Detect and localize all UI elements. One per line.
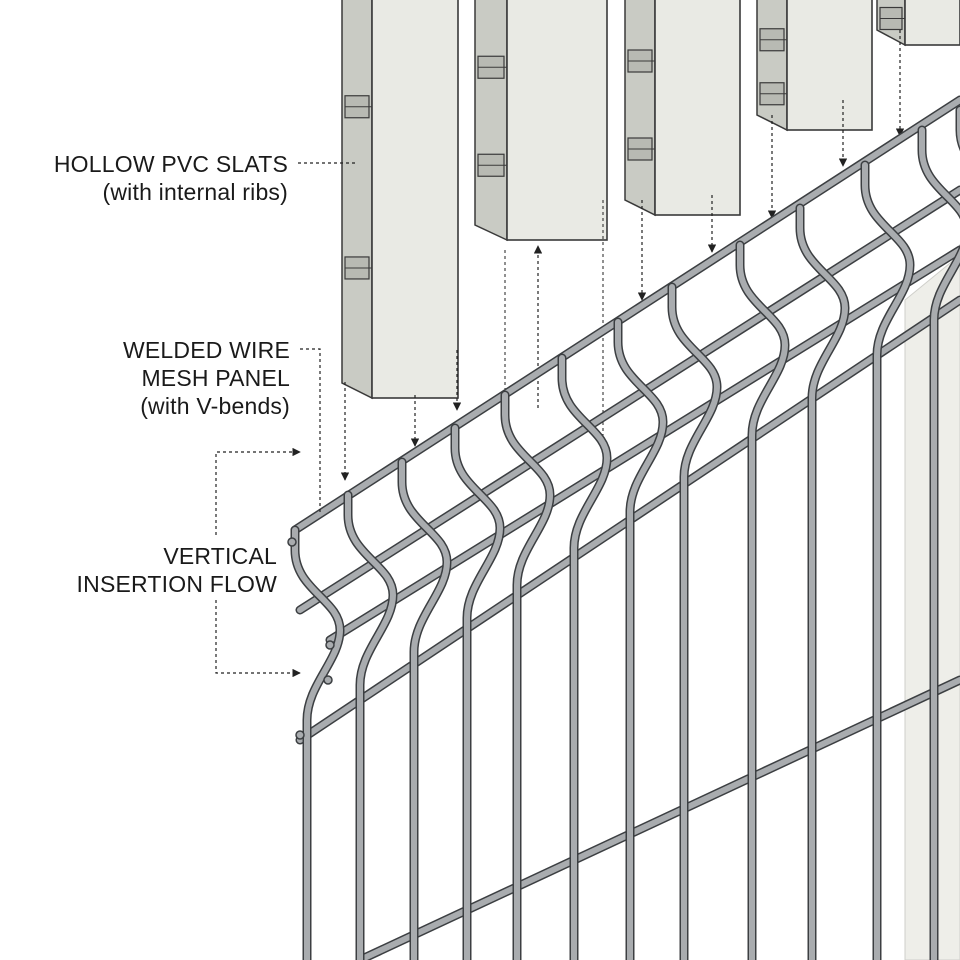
pvc-slat [756, 0, 873, 132]
pvc-slat [624, 0, 741, 217]
vertical-wire [735, 240, 790, 960]
horizontal-wire [355, 675, 960, 960]
vertical-wire [557, 353, 612, 960]
flow-bracket-bottom [215, 600, 301, 678]
vertical-wire [290, 525, 345, 960]
wire-end-cap [325, 640, 335, 650]
horizontal-wire [325, 245, 960, 645]
wire-mesh-panel [287, 95, 960, 960]
mesh-label-line2: MESH PANEL [141, 365, 290, 391]
slats-label-line1: HOLLOW PVC SLATS [53, 151, 288, 177]
flow-label-line1: VERTICAL [163, 543, 277, 569]
wire-end-cap [295, 730, 305, 740]
pvc-slat [474, 0, 608, 242]
mesh-label-line1: WELDED WIRE [122, 337, 290, 363]
vertical-wire [667, 282, 722, 960]
vertical-wire [613, 317, 668, 960]
vertical-wire [795, 203, 850, 960]
vertical-wire [343, 490, 398, 960]
flow-label-line2: INSERTION FLOW [76, 571, 277, 597]
vertical-wire [860, 160, 915, 960]
mesh-label-line3: (with V-bends) [140, 393, 290, 419]
pvc-slats [341, 0, 960, 400]
label-leaders [215, 162, 358, 678]
vertical-wire [397, 457, 452, 960]
pvc-slat [876, 0, 960, 47]
horizontal-wire [290, 95, 960, 535]
pvc-slat [341, 0, 459, 400]
wire-end-cap [323, 675, 333, 685]
vertical-wire [917, 125, 960, 960]
horizontal-wire [295, 185, 960, 615]
mesh-leader-line [300, 348, 321, 512]
vertical-wire [450, 423, 505, 960]
wire-end-cap [287, 537, 297, 547]
flow-bracket-top [215, 447, 301, 535]
vertical-wire [500, 390, 555, 960]
flow-label: VERTICAL INSERTION FLOW [77, 542, 277, 598]
slats-label: HOLLOW PVC SLATS (with internal ribs) [54, 150, 288, 206]
mesh-label: WELDED WIRE MESH PANEL (with V-bends) [123, 336, 290, 420]
slats-label-line2: (with internal ribs) [102, 179, 288, 205]
